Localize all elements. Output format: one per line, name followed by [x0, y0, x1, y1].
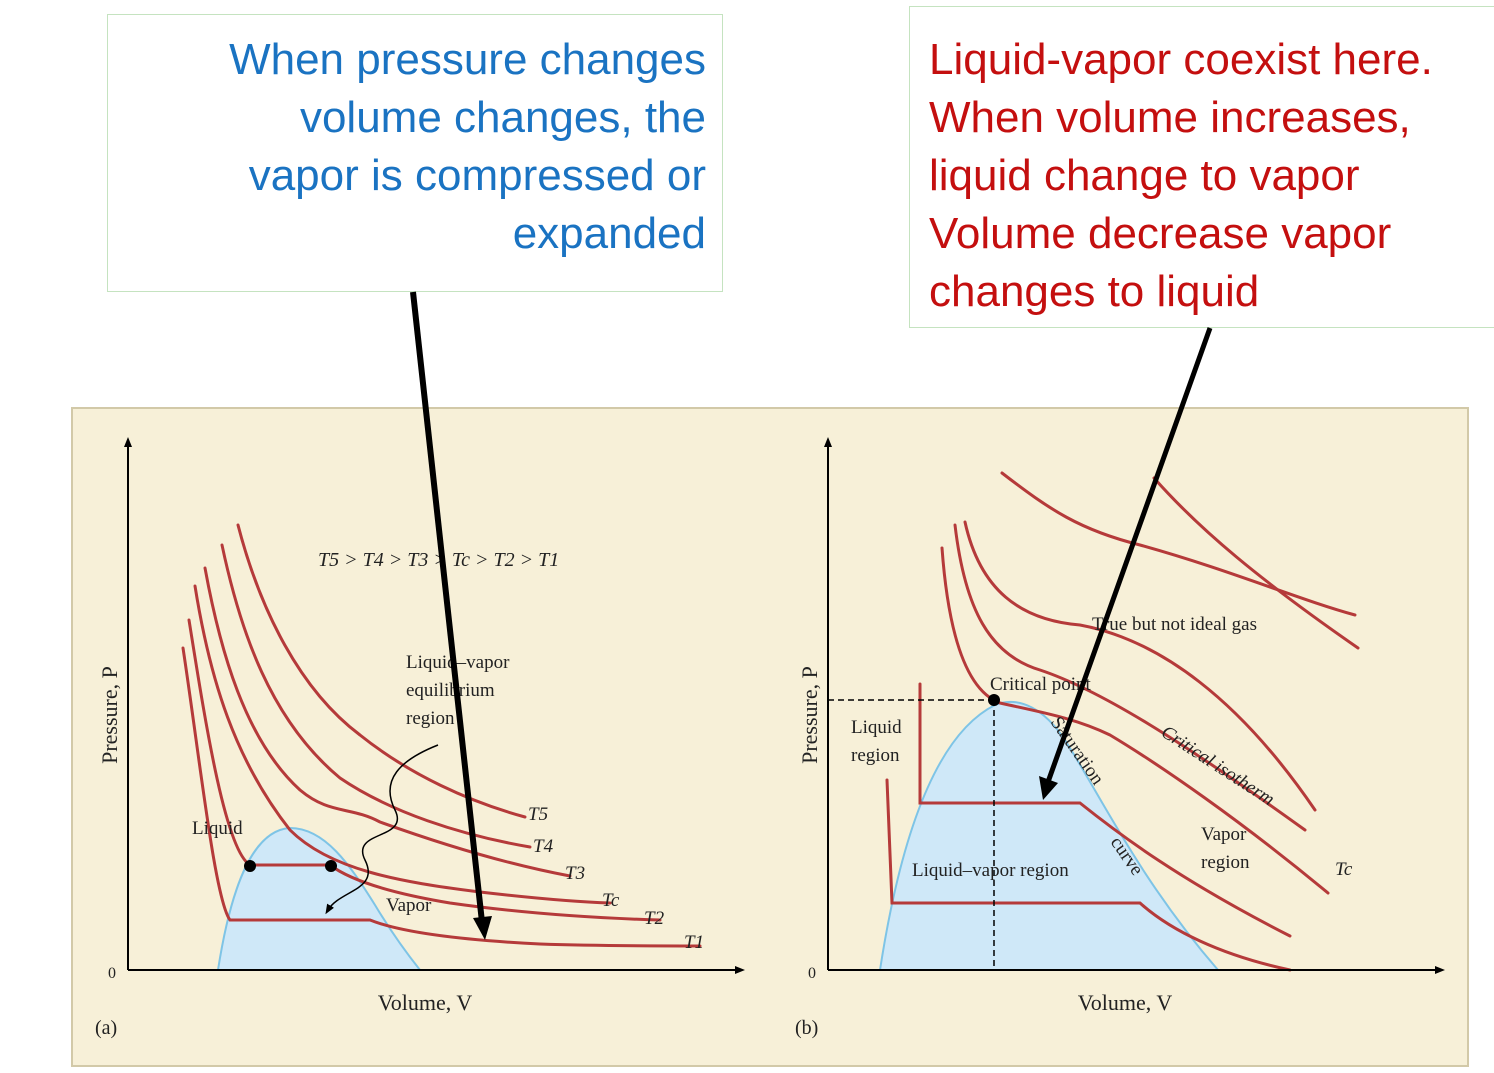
callout-right-line-4: Volume decrease vapor: [929, 209, 1392, 258]
callout-right-line-2: When volume increases,: [929, 93, 1411, 142]
isotherm-t2-a: [187, 618, 662, 922]
region-label-line-3: region: [406, 708, 455, 729]
critical-point-label: Critical point: [990, 674, 1092, 695]
vapor-label-a: Vapor: [386, 895, 432, 916]
panel-a: 0 Pressure, P Volume, V (a) T5 > T4 > T3…: [95, 437, 745, 1039]
isotherm-label-t4: T4: [533, 836, 554, 857]
liquid-region-label-line-1: Liquid: [851, 717, 902, 738]
callout-left-line-4: expanded: [512, 209, 706, 258]
lv-region-label-b: Liquid–vapor region: [912, 860, 1069, 881]
callout-right-line-5: changes to liquid: [929, 267, 1260, 316]
isotherm-label-t5: T5: [528, 804, 548, 825]
region-label-line-2: equilibrium: [406, 680, 495, 701]
isotherm-t1-a: [181, 646, 702, 948]
temperature-ordering-a: T5 > T4 > T3 > Tc > T2 > T1: [318, 549, 559, 571]
isotherm-high4-b: [1152, 476, 1360, 650]
pointer-arrow-right: [1045, 327, 1213, 783]
isotherm-high1-b: [953, 523, 1307, 832]
isotherm-tc-a: [193, 584, 612, 905]
callout-coexistence-note: Liquid-vapor coexist here. When volume i…: [909, 6, 1494, 328]
origin-label-b: 0: [808, 965, 816, 982]
pointer-arrowhead-right: [1039, 776, 1058, 800]
vapor-region-label-line-1: Vapor: [1201, 824, 1247, 845]
callout-left-line-1: When pressure changes: [229, 35, 706, 84]
critical-point-marker: [988, 694, 1000, 706]
isotherm-high3-b: [1000, 471, 1357, 617]
pointer-arrow-left: [410, 291, 485, 923]
region-label-line-1: Liquid–vapor: [406, 652, 510, 673]
callout-right-line-3: liquid change to vapor: [929, 151, 1360, 200]
x-axis-label-b: Volume, V: [1078, 990, 1173, 1015]
callout-left-line-3: vapor is compressed or: [248, 151, 706, 200]
x-axis-label-a: Volume, V: [378, 990, 473, 1015]
isotherm-high2-b: [963, 520, 1317, 812]
callout-right-line-1: Liquid-vapor coexist here.: [929, 35, 1433, 84]
isotherm-low-b: [885, 778, 1292, 972]
isotherm-t4-a: [220, 543, 532, 849]
isotherm-label-t1: T1: [684, 932, 704, 953]
y-axis-label-b: Pressure, P: [797, 666, 822, 764]
saturation-point-liquid-a: [244, 860, 256, 872]
isotherm-label-t3: T3: [565, 863, 585, 884]
vapor-region-label-line-2: region: [1201, 852, 1250, 873]
isotherm-mid-b: [918, 682, 1292, 938]
pointer-arrowhead-left: [473, 916, 492, 940]
origin-label-a: 0: [108, 965, 116, 982]
callout-left-line-2: volume changes, the: [299, 93, 706, 142]
y-axis-label-a: Pressure, P: [97, 666, 122, 764]
panel-tag-b: (b): [795, 1017, 818, 1039]
isotherm-label-t2: T2: [644, 908, 665, 929]
region-pointer-a: [325, 744, 439, 915]
callout-compression-note: When pressure changes volume changes, th…: [107, 14, 723, 292]
true-gas-label: True but not ideal gas: [1092, 614, 1257, 635]
liquid-label-a: Liquid: [192, 818, 243, 839]
liquid-region-label-line-2: region: [851, 745, 900, 766]
saturation-point-vapor-a: [325, 860, 337, 872]
isotherm-label-tc: Tc: [602, 890, 620, 911]
tc-label-b: Tc: [1335, 859, 1353, 880]
panel-tag-a: (a): [95, 1017, 117, 1039]
